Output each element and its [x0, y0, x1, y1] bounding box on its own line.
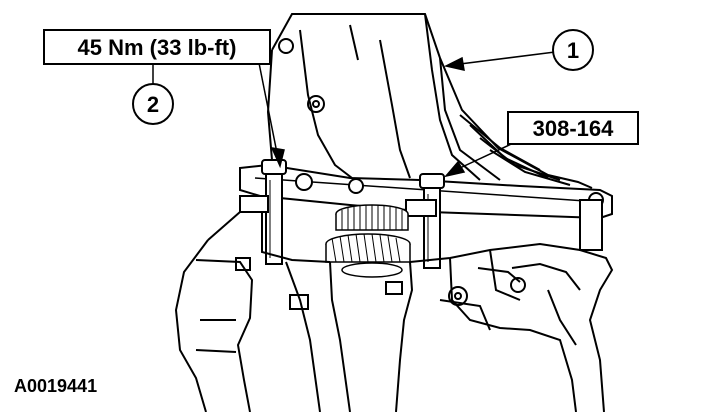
tool-number-label: 308-164	[507, 111, 639, 145]
tool-number-text: 308-164	[533, 116, 615, 141]
callout-1-number: 1	[567, 38, 579, 63]
callout-2-number: 2	[147, 92, 159, 117]
transmission-lower-case	[174, 211, 614, 413]
torque-spec-label: 45 Nm (33 lb-ft)	[43, 29, 271, 65]
special-tool-308-164	[239, 159, 603, 269]
callout-2: 2	[132, 83, 174, 125]
gear-stack	[325, 204, 411, 278]
callout-1: 1	[552, 29, 594, 71]
transmission-upper-case	[257, 13, 593, 189]
figure-id: A0019441	[14, 376, 97, 396]
leader-lines	[152, 51, 556, 178]
torque-spec-text: 45 Nm (33 lb-ft)	[78, 35, 237, 60]
